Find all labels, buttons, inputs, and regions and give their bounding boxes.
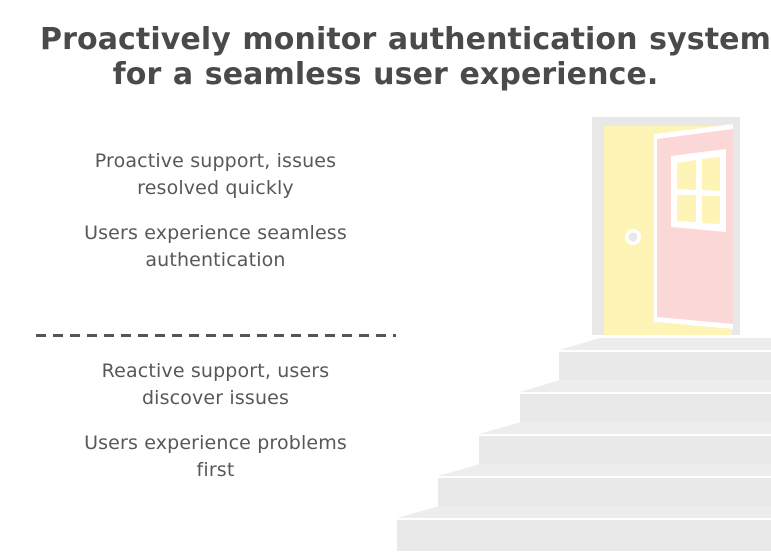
- open-door-illustration: [586, 112, 748, 340]
- door-panel-bottom-highlight: [657, 317, 733, 329]
- page-title-line-2: for a seamless user experience.: [112, 57, 659, 92]
- positive-item-2-line-2: authentication: [145, 249, 286, 271]
- door-window-pane-top-left: [677, 160, 696, 190]
- negative-item-2-line-1: Users experience problems: [84, 432, 347, 454]
- staircase-illustration: [360, 338, 771, 560]
- positive-item-1: Proactive support, issues resolved quick…: [28, 148, 403, 202]
- door-window-pane-bottom-left: [677, 195, 696, 222]
- stair-riser-2: [438, 478, 771, 508]
- stair-riser-4: [520, 394, 771, 424]
- stair-tread-1: [397, 506, 771, 518]
- stair-riser-5: [559, 352, 771, 382]
- stair-riser-3: [479, 436, 771, 466]
- negative-item-2-line-2: first: [196, 459, 235, 481]
- negative-item-1-line-2: discover issues: [141, 387, 290, 409]
- positive-item-2-line-1: Users experience seamless: [84, 222, 347, 244]
- negative-item-1-line-1: Reactive support, users: [101, 360, 330, 382]
- page-title: Proactively monitor authentication syste…: [40, 22, 771, 92]
- dashed-divider: [36, 334, 396, 337]
- door-window-pane-top-right: [702, 157, 720, 191]
- positive-item-1-line-1: Proactive support, issues: [94, 150, 337, 172]
- door-hinge-edge: [654, 134, 657, 323]
- positive-item-1-line-2: resolved quickly: [137, 177, 294, 199]
- stair-tread-2: [438, 464, 771, 476]
- negative-item-2: Users experience problems first: [28, 430, 403, 484]
- door-panel-edge-highlight: [655, 124, 733, 139]
- door-window-pane-bottom-right: [702, 196, 720, 224]
- stair-tread-3: [479, 422, 771, 434]
- positive-item-2: Users experience seamless authentication: [28, 220, 403, 274]
- page-title-line-1: Proactively monitor authentication syste…: [40, 22, 771, 57]
- door-knob-center: [628, 232, 638, 242]
- stair-tread-5: [559, 338, 771, 350]
- negative-item-1: Reactive support, users discover issues: [28, 358, 403, 412]
- stair-riser-1: [397, 520, 771, 551]
- stair-tread-4: [520, 380, 771, 392]
